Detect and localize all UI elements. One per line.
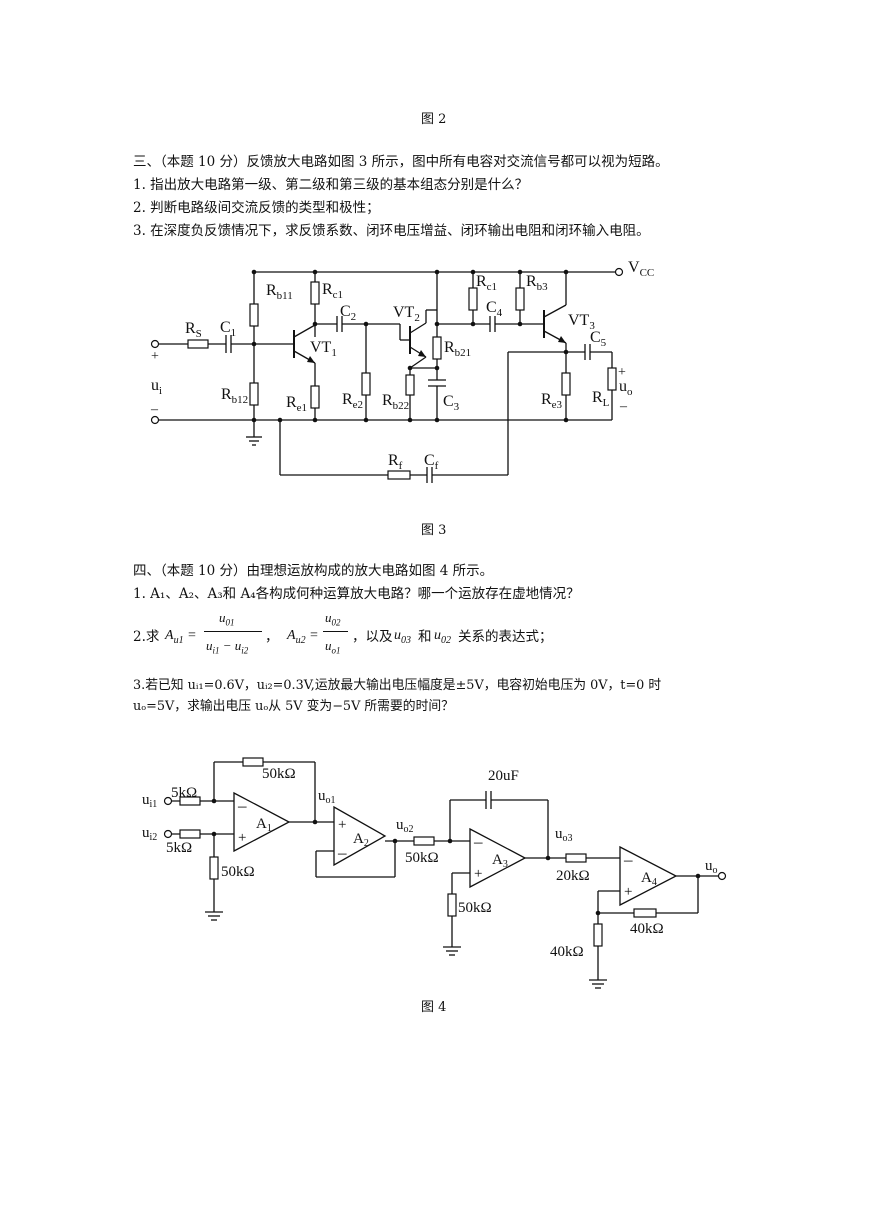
svg-text:A1: A1 — [256, 816, 272, 834]
svg-text:Rc1: Rc1 — [476, 273, 497, 293]
svg-text:50kΩ: 50kΩ — [458, 900, 492, 916]
svg-text:–: – — [150, 402, 159, 417]
svg-text:Rb12: Rb12 — [221, 386, 248, 406]
svg-text:–: – — [623, 850, 633, 869]
question-4-item-3-line-2: uₒ=5V，求输出电压 uₒ从 5V 变为−5V 所需要的时间？ — [133, 699, 454, 714]
svg-text:5kΩ: 5kΩ — [166, 840, 192, 856]
svg-text:+: + — [338, 817, 346, 833]
svg-text:Re3: Re3 — [541, 391, 563, 411]
svg-text:A2: A2 — [353, 831, 369, 849]
svg-text:Re1: Re1 — [286, 394, 307, 414]
svg-text:ui1: ui1 — [142, 792, 157, 810]
question-3-item-3: 3. 在深度负反馈情况下，求反馈系数、闭环电压增益、闭环输出电阻和闭环输入电阻。 — [133, 223, 650, 239]
svg-text:A3: A3 — [492, 852, 508, 870]
svg-text:VT1: VT1 — [310, 339, 337, 359]
svg-text:uo: uo — [619, 378, 633, 398]
svg-text:VT2: VT2 — [393, 304, 420, 324]
svg-text:–: – — [619, 399, 628, 414]
svg-text:RS: RS — [185, 320, 202, 340]
svg-text:C1: C1 — [220, 319, 236, 339]
svg-text:VT3: VT3 — [568, 312, 595, 332]
svg-text:A4: A4 — [641, 870, 657, 888]
svg-text:–: – — [473, 832, 483, 851]
vcc-label: V — [628, 259, 640, 276]
svg-text:40kΩ: 40kΩ — [630, 921, 664, 937]
svg-text:Re2: Re2 — [342, 391, 363, 411]
question-4-title: 四、（本题 10 分）由理想运放构成的放大电路如图 4 所示。 — [133, 563, 494, 579]
svg-text:Rc1: Rc1 — [322, 281, 343, 301]
svg-text:uo1: uo1 — [318, 788, 336, 806]
svg-text:Rb11: Rb11 — [266, 282, 293, 302]
svg-text:Rb3: Rb3 — [526, 273, 548, 293]
svg-text:C5: C5 — [590, 329, 607, 349]
svg-text:Rf: Rf — [388, 452, 403, 472]
svg-text:50kΩ: 50kΩ — [262, 766, 296, 782]
question-3-title: 三、（本题 10 分）反馈放大电路如图 3 所示，图中所有电容对交流信号都可以视… — [133, 154, 669, 170]
figure-2-caption: 图 2 — [421, 112, 447, 127]
svg-text:uo2: uo2 — [396, 817, 414, 835]
svg-text:ui: ui — [151, 377, 162, 397]
svg-text:+: + — [238, 830, 246, 846]
svg-text:C4: C4 — [486, 299, 503, 319]
svg-text:+: + — [151, 349, 159, 364]
svg-text:–: – — [337, 843, 347, 862]
svg-text:VCC: VCC — [628, 259, 654, 279]
question-3-item-2: 2. 判断电路级间交流反馈的类型和极性； — [133, 200, 380, 216]
svg-text:50kΩ: 50kΩ — [221, 864, 255, 880]
svg-text:20uF: 20uF — [488, 768, 519, 784]
svg-text:5kΩ: 5kΩ — [171, 785, 197, 801]
figure-3-caption: 图 3 — [421, 523, 447, 538]
svg-text:+: + — [624, 884, 632, 900]
svg-text:20kΩ: 20kΩ — [556, 868, 590, 884]
svg-text:Rb22: Rb22 — [382, 392, 409, 412]
svg-text:40kΩ: 40kΩ — [550, 944, 584, 960]
svg-text:Rb21: Rb21 — [444, 339, 471, 359]
figure-4-caption: 图 4 — [421, 1000, 447, 1015]
svg-text:+: + — [474, 866, 482, 882]
svg-text:Cf: Cf — [424, 452, 439, 472]
svg-text:uo: uo — [705, 858, 718, 876]
svg-text:C3: C3 — [443, 393, 460, 413]
svg-text:RL: RL — [592, 389, 610, 409]
svg-text:ui2: ui2 — [142, 825, 157, 843]
question-4-item-1: 1. A₁、A₂、A₃和 A₄各构成何种运算放大电路？哪一个运放存在虚地情况？ — [133, 586, 580, 602]
svg-text:–: – — [237, 796, 247, 815]
question-3-item-1: 1. 指出放大电路第一级、第二级和第三级的基本组态分别是什么？ — [133, 177, 529, 193]
question-4-item-3-line-1: 3.若已知 uᵢ₁=0.6V，uᵢ₂=0.3V,运放最大输出电压幅度是±5V，电… — [133, 678, 662, 693]
svg-text:uo3: uo3 — [555, 826, 573, 844]
svg-text:50kΩ: 50kΩ — [405, 850, 439, 866]
svg-text:C2: C2 — [340, 303, 356, 323]
svg-text:+: + — [618, 365, 626, 380]
